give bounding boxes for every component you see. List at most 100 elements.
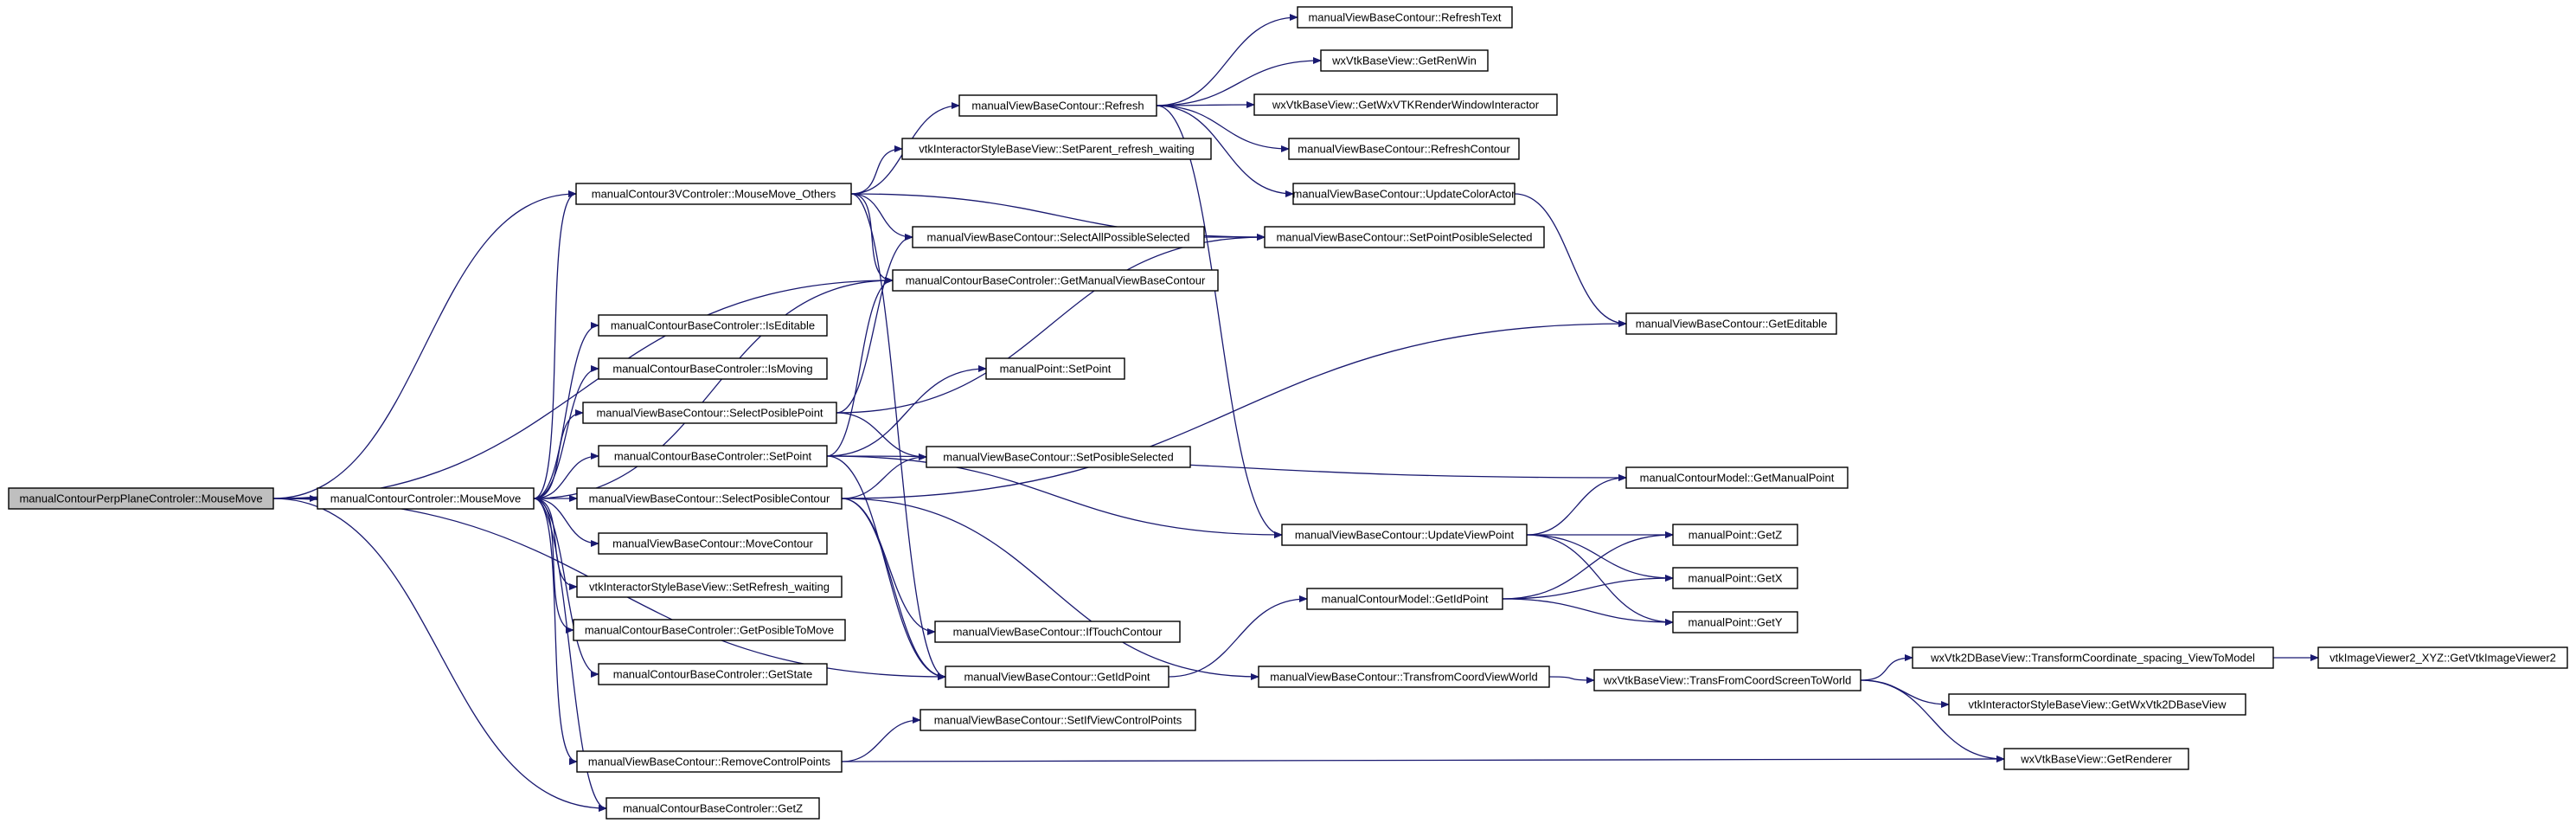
node-box xyxy=(1292,183,1515,205)
node-getwx2d[interactable]: vtkInteractorStyleBaseView::GetWxVtk2DBa… xyxy=(1948,693,2246,716)
edge-mmo-to-selall xyxy=(850,193,913,241)
node-box xyxy=(912,226,1205,248)
node-refreshtext[interactable]: manualViewBaseContour::RefreshText xyxy=(1297,6,1513,29)
edge-refresh-to-refreshcontour xyxy=(1156,105,1290,152)
node-box xyxy=(958,94,1157,117)
node-box xyxy=(1625,466,1849,489)
edge-refresh-to-getwxrwi xyxy=(1156,101,1255,109)
node-box xyxy=(926,446,1191,468)
edge-mm-to-movecontour xyxy=(533,498,599,547)
edge-mm-to-setpoint xyxy=(533,453,599,499)
node-iseditable[interactable]: manualContourBaseControler::IsEditable xyxy=(598,314,828,337)
node-setpossel[interactable]: manualViewBaseContour::SetPosibleSelecte… xyxy=(926,446,1191,468)
node-label: manualViewBaseContour::RefreshText xyxy=(1308,11,1501,24)
edge-mm-to-ismoving xyxy=(533,365,599,499)
node-label: manualViewBaseContour::IfTouchContour xyxy=(953,626,1163,639)
node-label: manualContourBaseControler::IsMoving xyxy=(612,363,812,376)
node-box xyxy=(598,663,828,685)
edge-mmo-to-getmvbc xyxy=(850,193,894,284)
node-label: manualPoint::SetPoint xyxy=(1000,363,1112,376)
node-box xyxy=(576,487,843,510)
node-mm[interactable]: manualContourControler::MouseMove xyxy=(317,487,535,510)
node-transcoord[interactable]: manualViewBaseContour::TransfromCoordVie… xyxy=(1258,666,1550,688)
node-getmvbc[interactable]: manualContourBaseControler::GetManualVie… xyxy=(892,269,1219,292)
node-box xyxy=(598,314,828,337)
node-label: manualContourModel::GetManualPoint xyxy=(1640,472,1835,485)
node-label: manualViewBaseContour::RefreshContour xyxy=(1298,143,1510,156)
node-mp-getx[interactable]: manualPoint::GetX xyxy=(1672,567,1798,589)
node-box xyxy=(1288,138,1520,160)
node-ismoving[interactable]: manualContourBaseControler::IsMoving xyxy=(598,357,828,380)
node-box xyxy=(1264,226,1545,248)
node-box xyxy=(576,576,843,598)
edge-updviewpoint-to-mp_gety xyxy=(1526,534,1674,626)
node-box xyxy=(1672,611,1798,633)
node-box xyxy=(2317,646,2568,669)
node-box xyxy=(573,619,846,641)
node-label: manualContourControler::MouseMove xyxy=(330,492,521,505)
node-label: wxVtkBaseView::GetRenWin xyxy=(1331,55,1477,68)
node-setrefresh[interactable]: vtkInteractorStyleBaseView::SetRefresh_w… xyxy=(576,576,843,598)
node-updviewpoint[interactable]: manualViewBaseContour::UpdateViewPoint xyxy=(1281,524,1528,546)
node-label: manualViewBaseContour::GetEditable xyxy=(1636,318,1828,331)
node-label: manualContourBaseControler::GetManualVie… xyxy=(906,274,1206,287)
node-refresh[interactable]: manualViewBaseContour::Refresh xyxy=(958,94,1157,117)
node-mp-setpoint[interactable]: manualPoint::SetPoint xyxy=(985,357,1125,380)
node-root[interactable]: manualContourPerpPlaneControler::MouseMo… xyxy=(8,487,274,510)
node-wxtrans[interactable]: wxVtkBaseView::TransFromCoordScreenToWor… xyxy=(1593,669,1862,691)
edge-refresh-to-getrenwin xyxy=(1156,57,1322,106)
node-getposmove[interactable]: manualContourBaseControler::GetPosibleTo… xyxy=(573,619,846,641)
node-label: manualViewBaseContour::SelectPosibleCont… xyxy=(589,492,830,505)
node-selposcontour[interactable]: manualViewBaseContour::SelectPosibleCont… xyxy=(576,487,843,510)
edge-wxtrans-to-getrenderer xyxy=(1860,679,2005,762)
node-movecontour[interactable]: manualViewBaseContour::MoveContour xyxy=(598,532,828,555)
node-label: manualContour3VControler::MouseMove_Othe… xyxy=(592,188,836,201)
node-selpospoint[interactable]: manualViewBaseContour::SelectPosiblePoin… xyxy=(582,402,837,424)
edge-model_getidpoint-to-mp_getx xyxy=(1502,575,1674,600)
node-iftouch[interactable]: manualViewBaseContour::IfTouchContour xyxy=(934,621,1181,643)
node-box xyxy=(1625,312,1837,335)
node-label: manualContourBaseControler::SetPoint xyxy=(614,450,812,463)
node-label: manualContourBaseControler::GetState xyxy=(613,668,813,681)
edges xyxy=(272,14,2319,812)
node-mp-getz[interactable]: manualPoint::GetZ xyxy=(1672,524,1798,546)
edge-updviewpoint-to-mp_getx xyxy=(1526,534,1674,582)
edge-mm-to-setrefresh xyxy=(533,498,578,590)
node-wx2dtrans[interactable]: wxVtk2DBaseView::TransformCoordinate_spa… xyxy=(1912,646,2274,669)
node-getidpoint-v[interactable]: manualViewBaseContour::GetIdPoint xyxy=(945,666,1169,688)
node-mmo[interactable]: manualContour3VControler::MouseMove_Othe… xyxy=(575,183,852,205)
node-label: manualContourBaseControler::IsEditable xyxy=(611,319,815,332)
node-getz-base[interactable]: manualContourBaseControler::GetZ xyxy=(606,797,820,820)
node-box xyxy=(920,709,1196,731)
node-label: manualViewBaseContour::SelectAllPossible… xyxy=(927,231,1190,244)
node-box xyxy=(985,357,1125,380)
node-getimgviewer[interactable]: vtkImageViewer2_XYZ::GetVtkImageViewer2 xyxy=(2317,646,2568,669)
node-mp-gety[interactable]: manualPoint::GetY xyxy=(1672,611,1798,633)
node-removecp[interactable]: manualViewBaseContour::RemoveControlPoin… xyxy=(576,750,843,773)
node-refreshcontour[interactable]: manualViewBaseContour::RefreshContour xyxy=(1288,138,1520,160)
node-getmanualpoint[interactable]: manualContourModel::GetManualPoint xyxy=(1625,466,1849,489)
node-getwxrwi[interactable]: wxVtkBaseView::GetWxVTKRenderWindowInter… xyxy=(1253,93,1558,116)
node-getrenderer[interactable]: wxVtkBaseView::GetRenderer xyxy=(2003,748,2189,770)
edge-wxtrans-to-wx2dtrans xyxy=(1860,654,1913,681)
node-label: manualViewBaseContour::SetIfViewControlP… xyxy=(934,714,1182,727)
node-setifview[interactable]: manualViewBaseContour::SetIfViewControlP… xyxy=(920,709,1196,731)
node-selall[interactable]: manualViewBaseContour::SelectAllPossible… xyxy=(912,226,1205,248)
edge-mm-to-getposmove xyxy=(533,498,574,633)
node-box xyxy=(2003,748,2189,770)
node-model-getidpoint[interactable]: manualContourModel::GetIdPoint xyxy=(1306,588,1503,610)
node-box xyxy=(1912,646,2274,669)
node-setpoint[interactable]: manualContourBaseControler::SetPoint xyxy=(598,445,828,467)
node-label: manualViewBaseContour::RemoveControlPoin… xyxy=(588,756,831,768)
edge-wxtrans-to-getwx2d xyxy=(1860,679,1950,708)
node-getstate[interactable]: manualContourBaseControler::GetState xyxy=(598,663,828,685)
node-setpointpossel[interactable]: manualViewBaseContour::SetPointPosibleSe… xyxy=(1264,226,1545,248)
node-setparent[interactable]: vtkInteractorStyleBaseView::SetParent_re… xyxy=(901,138,1212,160)
node-box xyxy=(1253,93,1558,116)
node-geteditable[interactable]: manualViewBaseContour::GetEditable xyxy=(1625,312,1837,335)
node-updcolor[interactable]: manualViewBaseContour::UpdateColorActor xyxy=(1292,183,1515,205)
node-getrenwin[interactable]: wxVtkBaseView::GetRenWin xyxy=(1320,49,1489,72)
edge-mm-to-removecp xyxy=(533,498,578,765)
node-label: manualViewBaseContour::TransfromCoordVie… xyxy=(1270,671,1538,684)
node-label: manualContourPerpPlaneControler::MouseMo… xyxy=(19,492,262,505)
